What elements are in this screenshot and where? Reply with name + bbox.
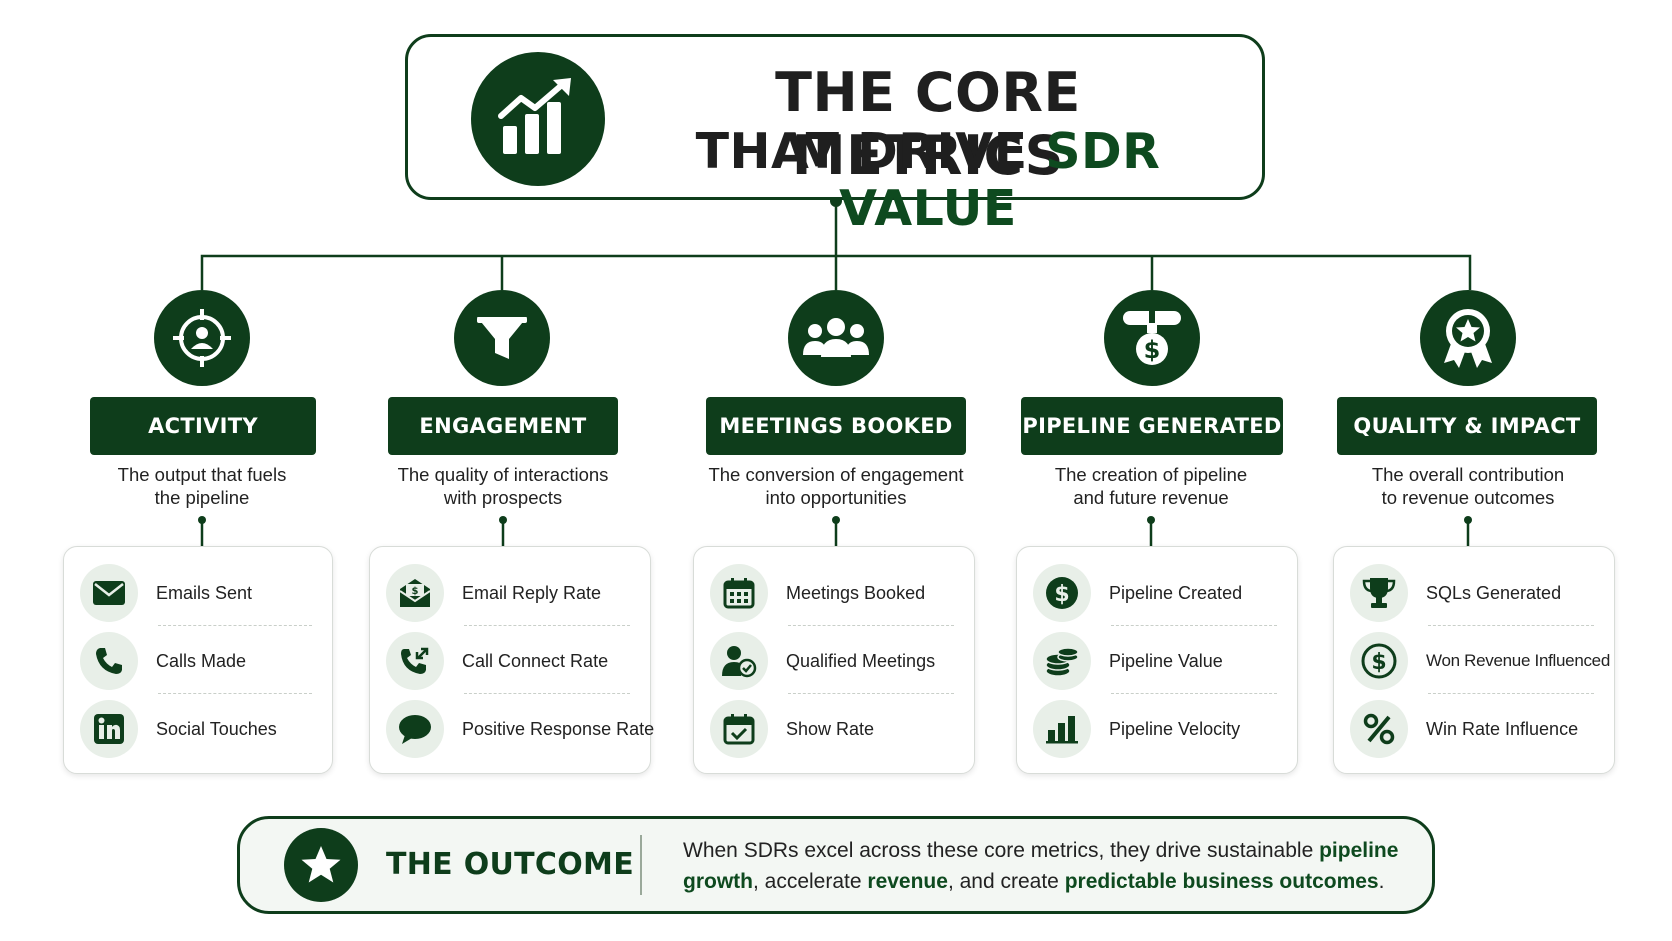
phone-icon xyxy=(80,632,138,690)
metric-label: Won Revenue Influenced xyxy=(1426,651,1610,670)
coin-stack-icon xyxy=(1033,632,1091,690)
metric-label: Meetings Booked xyxy=(786,582,926,603)
bar-chart-icon xyxy=(1033,700,1091,758)
metric-row: Emails Sent xyxy=(80,563,316,623)
pipeline-dollar-icon: $ xyxy=(1104,290,1200,386)
svg-text:$: $ xyxy=(1371,650,1386,675)
metric-label: Calls Made xyxy=(156,650,247,671)
category-label-pipeline-generated: PIPELINE GENERATED xyxy=(1021,397,1283,455)
outcome-banner: THE OUTCOME When SDRs excel across these… xyxy=(237,816,1435,914)
metric-row: Positive Response Rate xyxy=(386,699,654,759)
metric-label: Pipeline Value xyxy=(1109,650,1223,671)
divider xyxy=(158,625,312,626)
metric-label: Pipeline Velocity xyxy=(1109,718,1241,739)
metric-label: Pipeline Created xyxy=(1109,582,1243,603)
outcome-title: THE OUTCOME xyxy=(386,847,635,882)
phone-arrows-icon xyxy=(386,632,444,690)
divider xyxy=(1111,693,1277,694)
metric-card-activity: Emails Sent Calls Made Social Touches xyxy=(63,546,333,774)
envelope-icon xyxy=(80,564,138,622)
metric-row: SQLs Generated xyxy=(1350,563,1598,623)
metric-card-engagement: $ Email Reply Rate Call Connect Rate Pos… xyxy=(369,546,654,774)
calendar-icon xyxy=(710,564,768,622)
outcome-separator xyxy=(640,835,642,895)
metric-card-meetings-booked: Meetings Booked Qualified Meetings Show … xyxy=(693,546,975,774)
calendar-check-icon xyxy=(710,700,768,758)
trophy-icon xyxy=(1350,564,1408,622)
percent-icon xyxy=(1350,700,1408,758)
metric-label: Call Connect Rate xyxy=(462,650,609,671)
divider xyxy=(788,625,954,626)
category-label-meetings-booked: MEETINGS BOOKED xyxy=(706,397,966,455)
category-label-engagement: ENGAGEMENT xyxy=(388,397,618,455)
growth-chart-icon xyxy=(471,52,605,186)
metric-row: Win Rate Influence xyxy=(1350,699,1598,759)
metric-row: Calls Made xyxy=(80,631,316,691)
metric-row: $ Pipeline Created xyxy=(1033,563,1281,623)
metric-row: $ Won Revenue Influenced xyxy=(1350,631,1610,691)
metric-row: Qualified Meetings xyxy=(710,631,958,691)
linkedin-icon xyxy=(80,700,138,758)
dollar-circle-icon: $ xyxy=(1033,564,1091,622)
metric-label: Show Rate xyxy=(786,718,875,739)
metric-label: Positive Response Rate xyxy=(462,718,655,739)
divider xyxy=(1428,693,1594,694)
metric-row: Show Rate xyxy=(710,699,958,759)
metric-row: Call Connect Rate xyxy=(386,631,634,691)
open-envelope-icon: $ xyxy=(386,564,444,622)
svg-text:$: $ xyxy=(412,586,419,597)
metric-row: Social Touches xyxy=(80,699,316,759)
svg-text:$: $ xyxy=(1054,582,1069,607)
title-highlight: SDR VALUE xyxy=(839,123,1161,237)
svg-text:$: $ xyxy=(1144,336,1161,364)
target-person-icon xyxy=(154,290,250,386)
metric-row: Meetings Booked xyxy=(710,563,958,623)
title-line-2: THAT DRIVE SDR VALUE xyxy=(695,123,1161,237)
metric-card-pipeline-generated: $ Pipeline Created Pipeline Value Pipeli… xyxy=(1016,546,1298,774)
metric-label: Social Touches xyxy=(156,718,277,739)
metric-label: SQLs Generated xyxy=(1426,582,1562,603)
metric-row: Pipeline Velocity xyxy=(1033,699,1281,759)
category-label-quality-impact: QUALITY & IMPACT xyxy=(1337,397,1597,455)
metric-card-quality-impact: SQLs Generated $ Won Revenue Influenced … xyxy=(1333,546,1615,774)
metric-label: Qualified Meetings xyxy=(786,650,936,671)
title-box: THE CORE METRICS THAT DRIVE SDR VALUE xyxy=(405,34,1265,237)
category-label-activity: ACTIVITY xyxy=(90,397,316,455)
divider xyxy=(464,625,630,626)
outcome-text: When SDRs excel across these core metric… xyxy=(683,839,1399,893)
award-badge-icon xyxy=(1420,290,1516,386)
metric-label: Win Rate Influence xyxy=(1426,718,1579,739)
user-check-icon xyxy=(710,632,768,690)
metric-row: Pipeline Value xyxy=(1033,631,1281,691)
dollar-outline-icon: $ xyxy=(1350,632,1408,690)
people-group-icon xyxy=(788,290,884,386)
title-line-1: THE CORE METRICS xyxy=(775,61,1081,187)
metric-label: Emails Sent xyxy=(156,582,253,603)
divider xyxy=(788,693,954,694)
divider xyxy=(1428,625,1594,626)
divider xyxy=(1111,625,1277,626)
divider xyxy=(464,693,630,694)
metric-label: Email Reply Rate xyxy=(462,582,602,603)
funnel-icon xyxy=(454,290,550,386)
divider xyxy=(158,693,312,694)
metric-row: $ Email Reply Rate xyxy=(386,563,634,623)
chat-bubble-icon xyxy=(386,700,444,758)
star-icon xyxy=(284,828,358,902)
